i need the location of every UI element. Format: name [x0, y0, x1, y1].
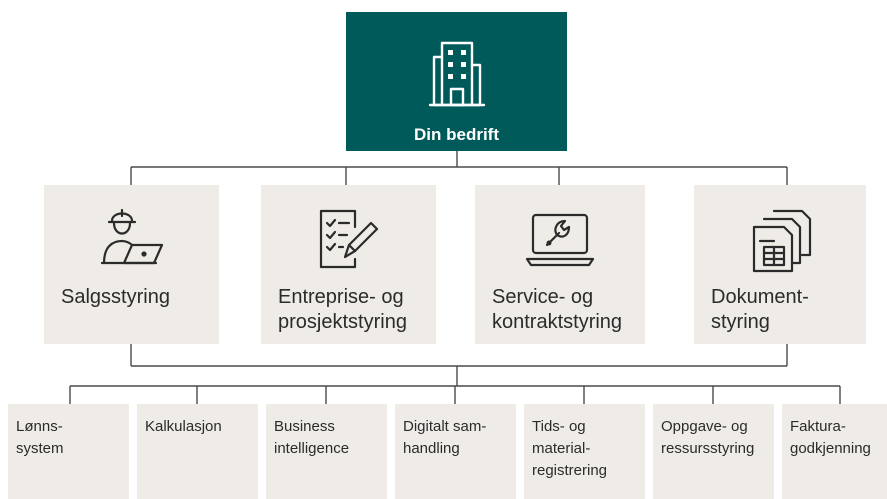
node-salgsstyring: Salgsstyring: [44, 185, 219, 344]
root-label: Din bedrift: [414, 125, 499, 144]
leaf-oppgave-ressurs: Oppgave- og ressursstyring: [653, 404, 774, 499]
node-dokument: Dokument- styring: [694, 185, 866, 344]
node-service: Service- og kontraktstyring: [475, 185, 645, 344]
root-node: Din bedrift: [346, 12, 567, 151]
leaf-label: Digitalt sam- handling: [403, 418, 487, 457]
node-entreprise: Entreprise- og prosjektstyring: [261, 185, 436, 344]
leaf-label: Oppgave- og ressursstyring: [661, 418, 755, 457]
node-label: Dokument- styring: [711, 286, 809, 333]
checklist-pencil-icon: [319, 209, 379, 269]
leaf-lonnssystem: Lønns- system: [8, 404, 129, 499]
node-label: Service- og kontraktstyring: [492, 286, 623, 333]
documents-icon: [752, 209, 812, 273]
building-icon: [428, 41, 486, 107]
laptop-wrench-icon: [525, 213, 595, 267]
leaf-tids-material: Tids- og material- registrering: [524, 404, 645, 499]
leaf-label: Kalkulasjon: [145, 418, 222, 435]
leaf-fakturagodkjenning: Faktura- godkjenning: [782, 404, 887, 499]
node-label: Salgsstyring: [61, 286, 170, 308]
leaf-label: Faktura- godkjenning: [790, 418, 871, 457]
leaf-business-intelligence: Business intelligence: [266, 404, 387, 499]
leaf-label: Business intelligence: [274, 418, 350, 457]
node-label: Entreprise- og prosjektstyring: [278, 286, 407, 333]
leaf-kalkulasjon: Kalkulasjon: [137, 404, 258, 499]
leaf-label: Tids- og material- registrering: [532, 418, 608, 479]
worker-laptop-icon: [100, 208, 164, 265]
leaf-label: Lønns- system: [16, 418, 64, 457]
leaf-digitalt-samhandling: Digitalt sam- handling: [395, 404, 516, 499]
